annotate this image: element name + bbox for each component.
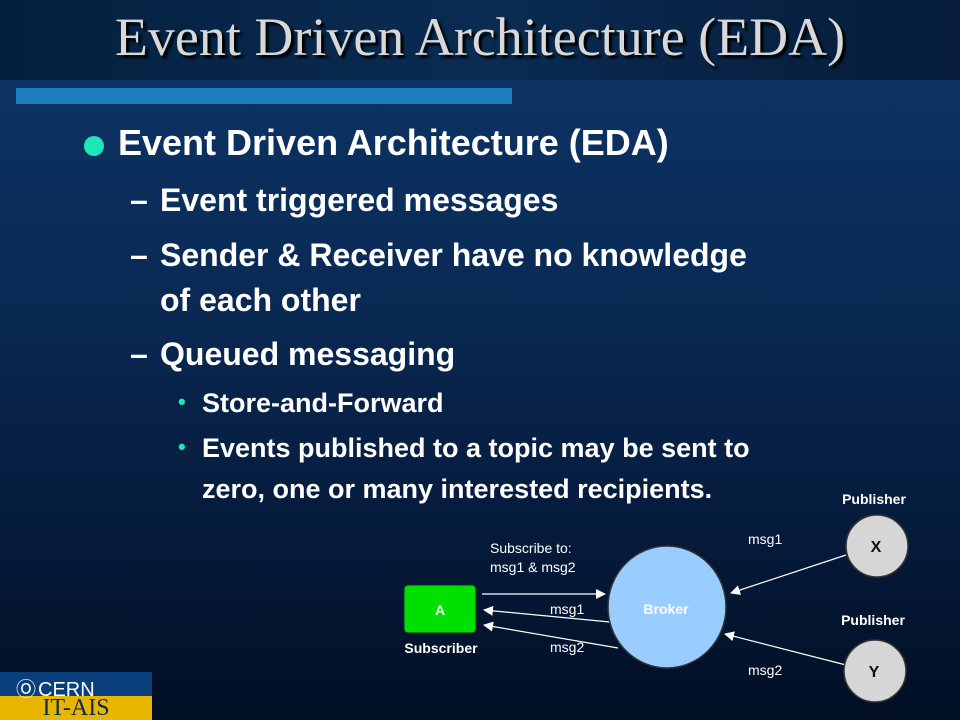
subsub-bullet-1: Store-and-Forward [202, 388, 444, 418]
cern-org-text: CERN [38, 679, 95, 701]
title-underline-bar [16, 88, 512, 104]
msg2-to-subscriber-arrow [483, 621, 619, 649]
broker-label: Broker [643, 601, 689, 617]
sub-bullet-2: –Sender & Receiver have no knowledge [130, 235, 747, 275]
slide-title: Event Driven Architecture (EDA) [114, 7, 846, 67]
sub-bullet-3: –Queued messaging [130, 334, 455, 374]
msg2-from-publisher-arrow [724, 631, 847, 666]
title-band [0, 0, 960, 80]
dash-icon: – [130, 336, 148, 372]
publisher-x-node [845, 514, 909, 578]
publisher-y-node-label: Y [869, 664, 880, 681]
msg1-to-subscriber-arrow [483, 605, 611, 623]
sub-bullet-2-cont: of each other [160, 282, 361, 318]
msg1-from-publisher-label: msg1 [748, 531, 782, 547]
subscribe-label-line2: msg1 & msg2 [490, 559, 576, 575]
publisher-y-node [843, 639, 907, 703]
subsub-bullet-2: Events published to a topic may be sent … [202, 433, 750, 463]
msg1-to-subscriber-label: msg1 [550, 601, 584, 617]
broker-node [607, 545, 727, 669]
msg1-from-publisher-arrow [730, 554, 847, 595]
sub-bullet-2-text: Sender & Receiver have no knowledge [160, 237, 747, 273]
dash-icon: – [130, 182, 148, 218]
msg2-to-subscriber-label: msg2 [550, 639, 584, 655]
subscriber-label: Subscriber [404, 640, 478, 656]
dept-label: IT-AIS [42, 695, 110, 720]
dash-icon: – [130, 237, 148, 273]
publisher-y-label: Publisher [841, 612, 905, 628]
sub-bullet-1-text: Event triggered messages [160, 182, 559, 218]
footer-dept-band [0, 696, 152, 720]
subsub-dot-icon: • [178, 434, 186, 459]
subscriber-node-label: A [435, 602, 445, 618]
cern-logo-icon: Ⓞ [16, 679, 36, 701]
sub-bullet-3-text: Queued messaging [160, 336, 456, 372]
bullet-dot-icon [84, 136, 104, 156]
footer-org-band [0, 672, 152, 696]
sub-bullet-1: –Event triggered messages [130, 180, 558, 220]
publisher-x-label: Publisher [842, 491, 906, 507]
subsub-bullet-2-cont: zero, one or many interested recipients. [202, 474, 713, 504]
subsub-dot-icon: • [178, 389, 186, 414]
subscriber-box [403, 584, 477, 634]
publisher-x-node-label: X [871, 539, 882, 556]
bullet-main: Event Driven Architecture (EDA) [118, 122, 669, 163]
subscribe-label-line1: Subscribe to: [490, 540, 572, 556]
msg2-from-publisher-label: msg2 [748, 662, 782, 678]
